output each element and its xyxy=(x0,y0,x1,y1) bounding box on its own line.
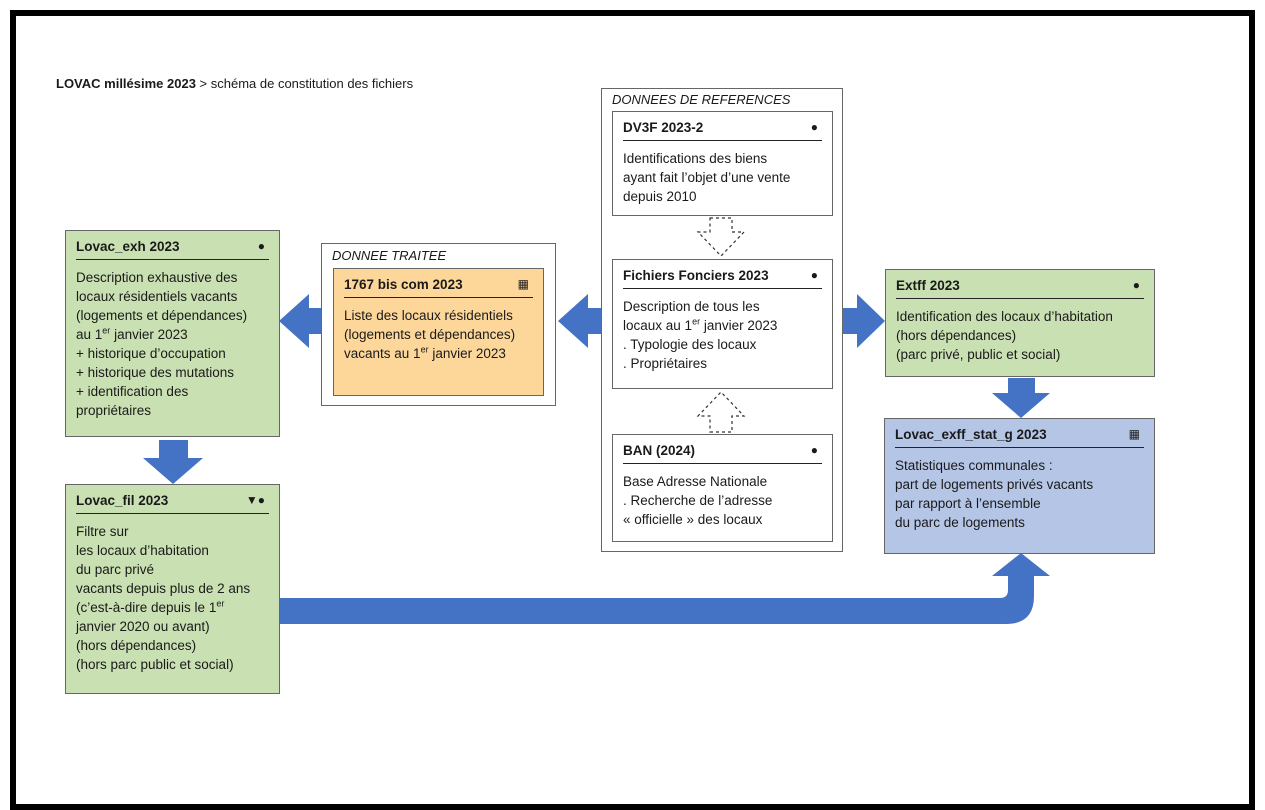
fil-line: du parc privé xyxy=(76,562,155,577)
exh-line: + identification des xyxy=(76,384,189,399)
ff-line: . Propriétaires xyxy=(623,356,708,371)
fichiers-fonciers-box: Fichiers Fonciers 2023● Description de t… xyxy=(612,259,833,389)
1767-line: Liste des locaux résidentiels xyxy=(344,308,513,323)
fil-line: (hors parc public et social) xyxy=(76,657,234,672)
ff-line: locaux au 1er janvier 2023 xyxy=(623,316,778,333)
dv3f-line: ayant fait l’objet d’une vente xyxy=(623,170,791,185)
map-pin-icon: ● xyxy=(1132,278,1140,292)
stat-line: part de logements privés vacants xyxy=(895,477,1094,492)
fil-line: Filtre sur xyxy=(76,524,129,539)
exh-line: propriétaires xyxy=(76,403,152,418)
map-pin-icon: ● xyxy=(810,443,818,457)
ban-title: BAN (2024)● xyxy=(623,441,822,464)
fil-line: vacants depuis plus de 2 ans xyxy=(76,581,251,596)
lovac-exff-stat-title: Lovac_exff_stat_g 2023▦ xyxy=(895,425,1144,448)
1767-bis-com-box: 1767 bis com 2023▦ Liste des locaux rési… xyxy=(333,268,544,396)
lovac-exh-title: Lovac_exh 2023● xyxy=(76,237,269,260)
fil-line: les locaux d’habitation xyxy=(76,543,209,558)
stat-line: du parc de logements xyxy=(895,515,1025,530)
reference-data-label: DONNEES DE REFERENCES xyxy=(612,92,791,107)
fil-line: (hors dépendances) xyxy=(76,638,197,653)
ban-line: Base Adresse Nationale xyxy=(623,474,768,489)
1767-line: vacants au 1er janvier 2023 xyxy=(344,344,506,361)
exh-line: Description exhaustive des xyxy=(76,270,238,285)
exh-line: + historique d’occupation xyxy=(76,346,226,361)
dv3f-line: depuis 2010 xyxy=(623,189,697,204)
treated-data-label: DONNEE TRAITEE xyxy=(332,248,447,263)
dv3f-title: DV3F 2023-2● xyxy=(623,118,822,141)
lovac-exff-stat-box: Lovac_exff_stat_g 2023▦ Statistiques com… xyxy=(884,418,1155,554)
lovac-fil-title: Lovac_fil 2023▼● xyxy=(76,491,269,514)
exh-line: + historique des mutations xyxy=(76,365,234,380)
stat-line: par rapport à l’ensemble xyxy=(895,496,1041,511)
stat-line: Statistiques communales : xyxy=(895,458,1053,473)
fil-line: (c’est-à-dire depuis le 1er xyxy=(76,598,225,615)
ban-box: BAN (2024)● Base Adresse Nationale . Rec… xyxy=(612,434,833,542)
fil-line: janvier 2020 ou avant) xyxy=(76,619,210,634)
1767-bis-com-title: 1767 bis com 2023▦ xyxy=(344,275,533,298)
1767-line: (logements et dépendances) xyxy=(344,327,516,342)
dv3f-line: Identifications des biens xyxy=(623,151,768,166)
lovac-fil-box: Lovac_fil 2023▼● Filtre sur les locaux d… xyxy=(65,484,280,694)
table-grid-icon: ▦ xyxy=(1128,427,1140,441)
ff-line: . Typologie des locaux xyxy=(623,337,757,352)
exh-line: au 1er janvier 2023 xyxy=(76,325,188,342)
extff-line: Identification des locaux d’habitation xyxy=(896,309,1113,324)
ban-line: . Recherche de l’adresse xyxy=(623,493,773,508)
lovac-exh-box: Lovac_exh 2023● Description exhaustive d… xyxy=(65,230,280,437)
page-title: LOVAC millésime 2023 > schéma de constit… xyxy=(56,76,414,91)
map-pin-icon: ● xyxy=(810,268,818,282)
extff-title: Extff 2023● xyxy=(896,276,1144,299)
map-pin-icon: ● xyxy=(810,120,818,134)
extff-box: Extff 2023● Identification des locaux d’… xyxy=(885,269,1155,377)
filter-and-pin-icon: ▼● xyxy=(245,493,265,507)
table-grid-icon: ▦ xyxy=(517,277,529,291)
exh-line: (logements et dépendances) xyxy=(76,308,248,323)
fichiers-fonciers-title: Fichiers Fonciers 2023● xyxy=(623,266,822,289)
extff-line: (hors dépendances) xyxy=(896,328,1017,343)
exh-line: locaux résidentiels vacants xyxy=(76,289,238,304)
ff-line: Description de tous les xyxy=(623,299,760,314)
extff-line: (parc privé, public et social) xyxy=(896,347,1061,362)
ban-line: « officielle » des locaux xyxy=(623,512,763,527)
dv3f-box: DV3F 2023-2● Identifications des biens a… xyxy=(612,111,833,216)
map-pin-icon: ● xyxy=(257,239,265,253)
